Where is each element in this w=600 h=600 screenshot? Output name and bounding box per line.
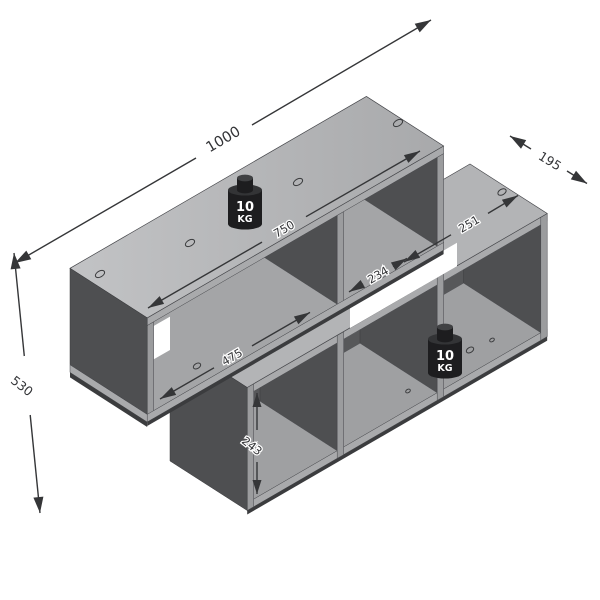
compartment-lower-middle <box>343 285 438 448</box>
weight-value-label: 10 <box>236 200 254 215</box>
compartment-lower-left <box>253 343 338 500</box>
upper-left-panel-edge <box>146 321 154 423</box>
see-through-gap-right <box>350 242 457 329</box>
svg-text:10: 10 <box>436 349 454 364</box>
upper-bottom-edge <box>147 250 444 426</box>
dimension-depth: 195 <box>509 135 588 185</box>
overall-height-label: 530 <box>8 373 36 400</box>
depth-label: 195 <box>536 148 564 173</box>
upper-right-panel-edge <box>436 153 444 255</box>
load-weight-upper: 10 KG <box>228 174 262 230</box>
lower-bottom-edge <box>247 336 548 515</box>
upper-divider-edge <box>336 211 344 313</box>
upper-left-end-bottom-edge <box>70 372 148 427</box>
lower-divider1-edge <box>336 331 344 459</box>
dimension-overall-height: 530 <box>7 252 44 514</box>
lower-right-panel-edge <box>540 213 548 341</box>
mounting-holes <box>94 118 507 394</box>
load-weight-lower: 10 KG <box>428 323 462 379</box>
weight-unit-label: KG <box>237 214 252 225</box>
overall-width-label: 1000 <box>204 124 244 156</box>
see-through-gap-left <box>153 316 170 360</box>
svg-text:KG: KG <box>437 363 452 374</box>
